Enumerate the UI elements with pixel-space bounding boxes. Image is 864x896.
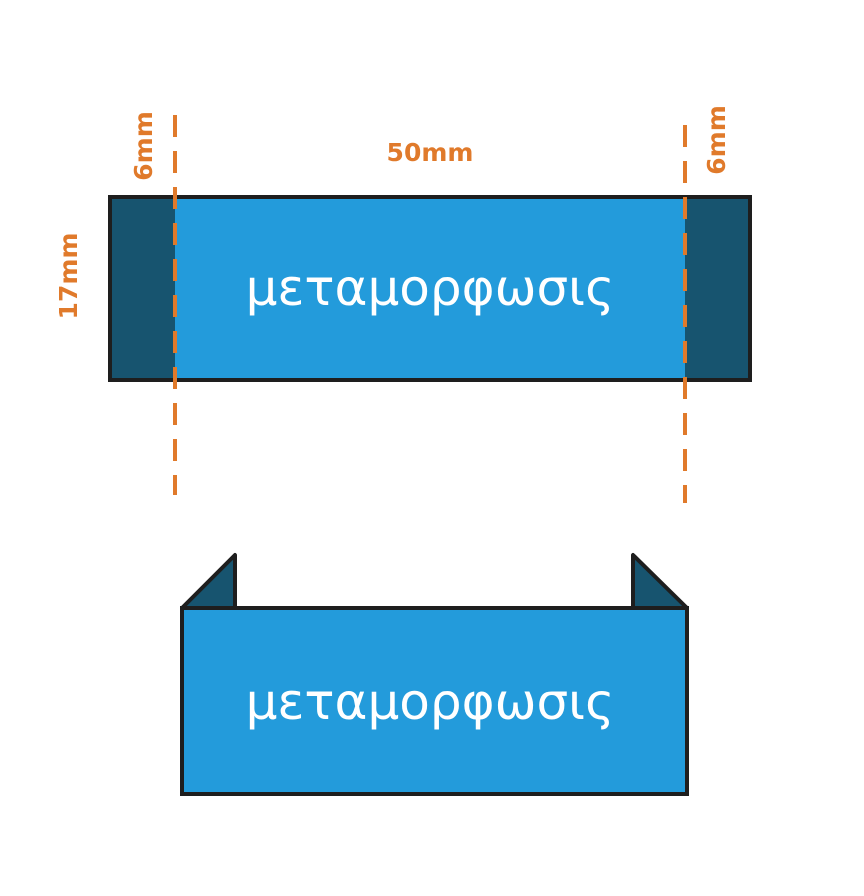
right-fold-dimension-label: 6mm: [702, 105, 731, 175]
folded-label: μεταμορφωσις: [180, 553, 689, 796]
width-dimension-label: 50mm: [387, 138, 474, 167]
flat-label-text: μεταμορφωσις: [246, 259, 615, 317]
left-fold-tab: [110, 197, 175, 380]
folded-right-tab: [631, 553, 689, 610]
flat-label-outline: [108, 195, 752, 382]
height-dimension-label: 17mm: [54, 233, 83, 320]
folded-label-body: [180, 606, 689, 796]
folded-label-text: μεταμορφωσις: [246, 673, 615, 731]
flat-label: μεταμορφωσις: [108, 195, 752, 382]
folded-left-tab: [180, 553, 237, 610]
right-fold-tab: [685, 197, 750, 380]
left-fold-dimension-label: 6mm: [129, 111, 158, 181]
flat-label-body: [110, 197, 750, 380]
